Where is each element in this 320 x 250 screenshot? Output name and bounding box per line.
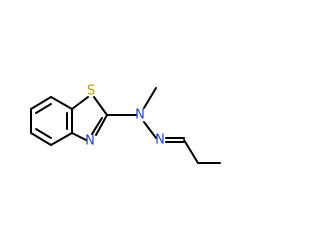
benzene-ring bbox=[30, 96, 73, 146]
bond bbox=[93, 96, 108, 116]
bond bbox=[71, 132, 87, 141]
benzothiazole-hydrazone-structure: S N N N bbox=[30, 84, 221, 164]
atom-n-imine: N bbox=[155, 133, 165, 148]
bond bbox=[183, 139, 199, 164]
atom-s: S bbox=[87, 84, 95, 99]
atom-label-n-amine: N bbox=[135, 108, 145, 123]
methyl-bond bbox=[143, 87, 157, 109]
atom-label-n-ring: N bbox=[85, 134, 95, 149]
bond bbox=[30, 132, 52, 146]
thiazole-ring bbox=[71, 96, 108, 141]
atom-label-s: S bbox=[87, 84, 95, 99]
hydrazone-chain bbox=[106, 87, 221, 164]
atom-label-n-imine: N bbox=[155, 133, 165, 148]
double-bond-inner bbox=[91, 117, 103, 135]
bond bbox=[143, 121, 157, 139]
atom-n-ring: N bbox=[85, 134, 95, 149]
bond bbox=[50, 132, 73, 146]
atom-n-amine: N bbox=[135, 108, 145, 123]
bond bbox=[50, 96, 73, 110]
double-bond-inner bbox=[35, 128, 52, 139]
bond bbox=[30, 96, 52, 110]
bond bbox=[95, 114, 108, 136]
double-bond-inner bbox=[35, 103, 52, 114]
bond bbox=[71, 96, 89, 110]
